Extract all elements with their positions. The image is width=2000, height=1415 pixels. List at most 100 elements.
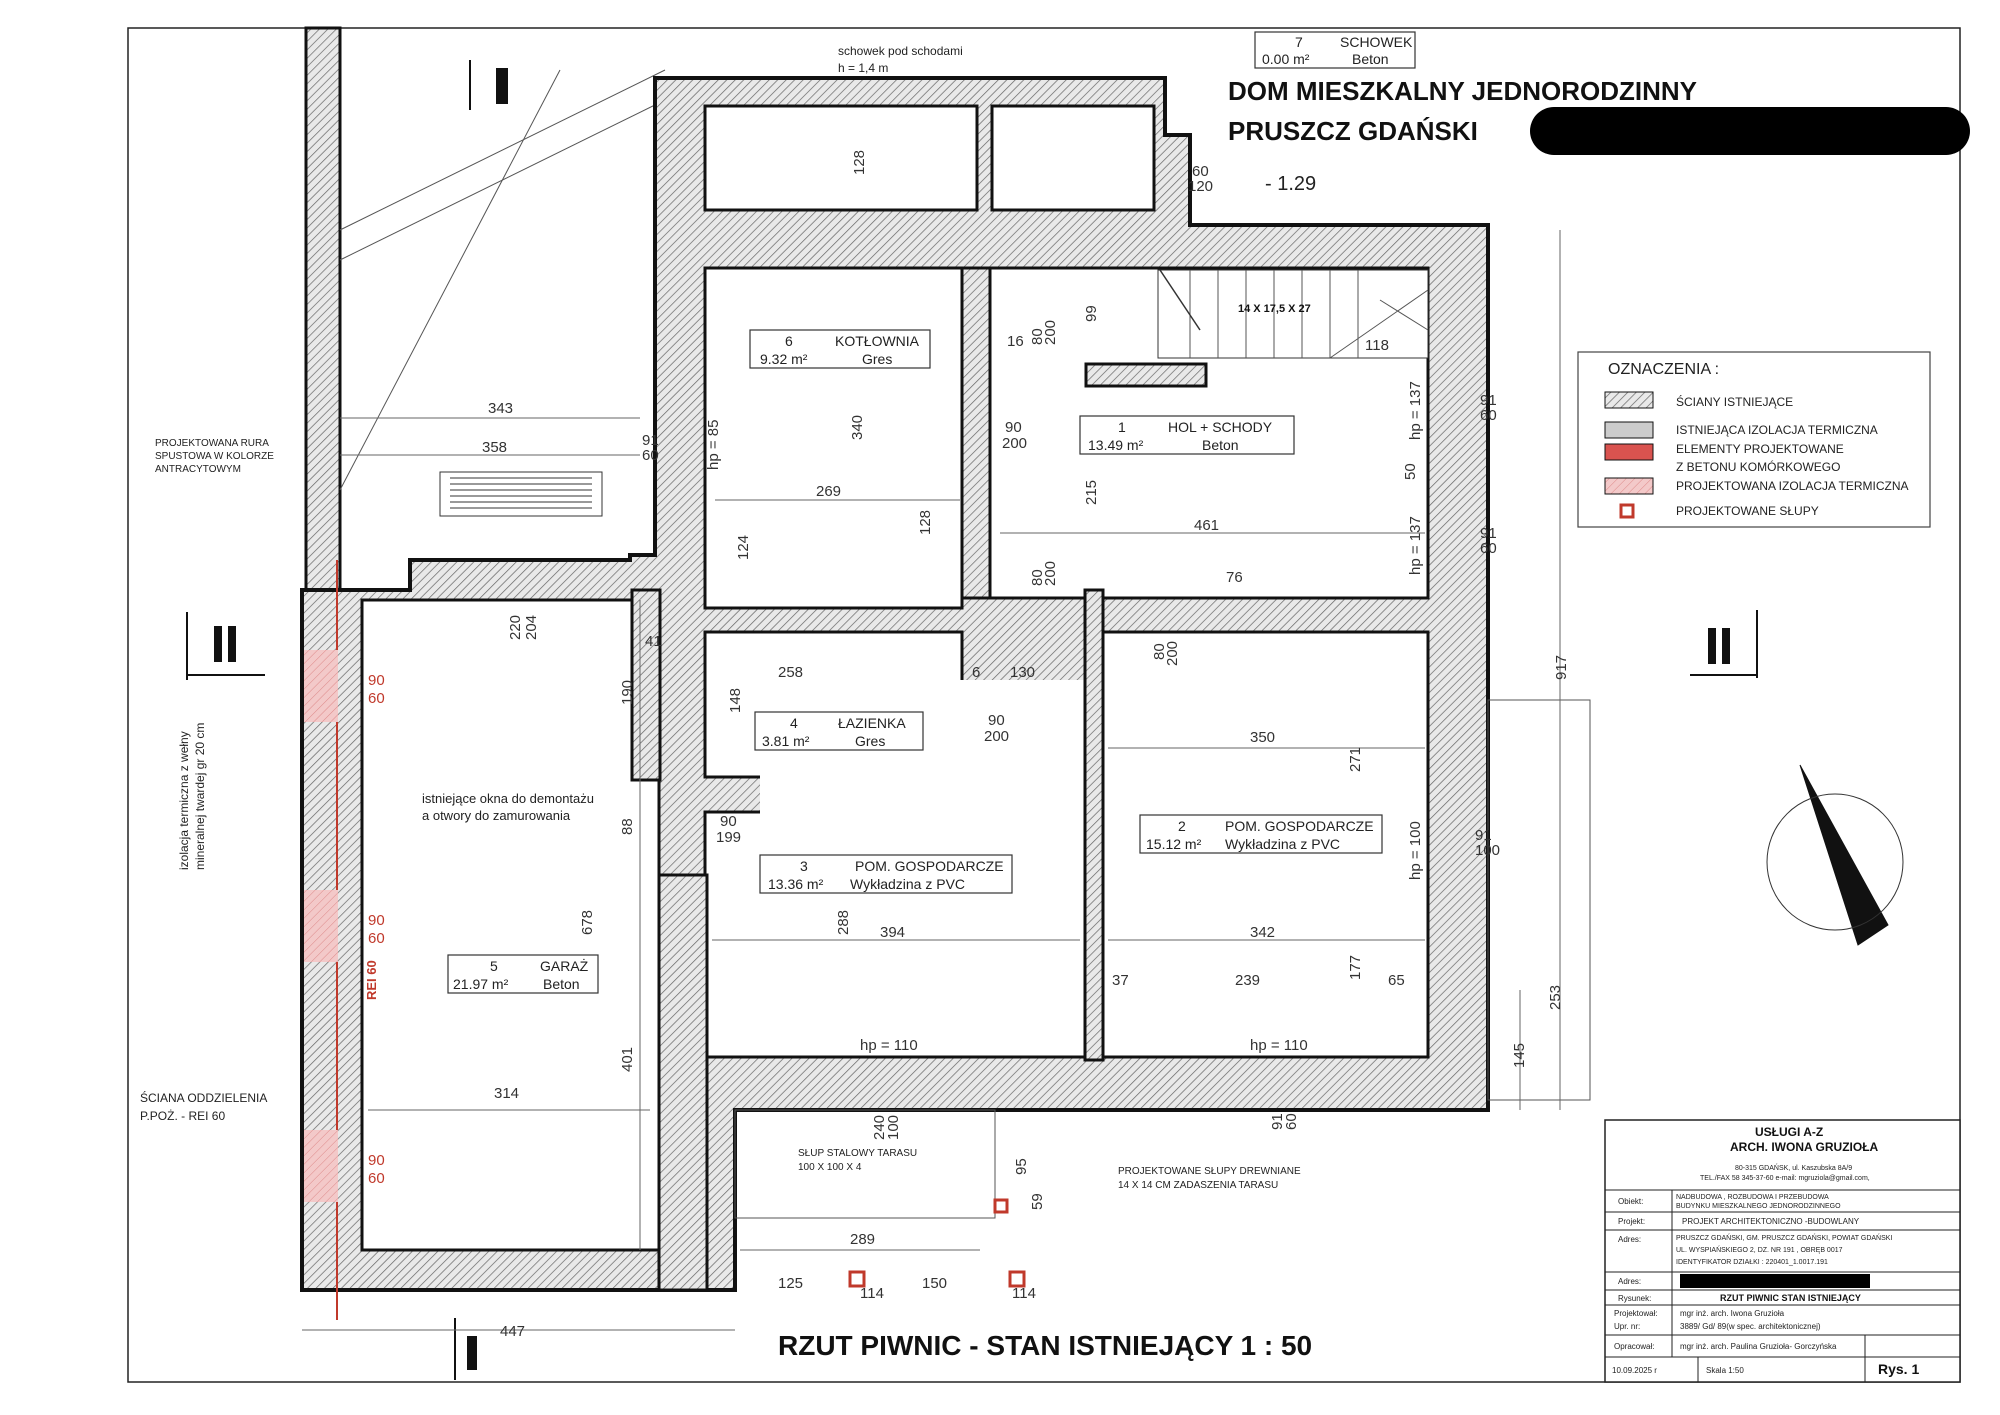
dim-hp100: hp = 100 [1407, 821, 1424, 880]
title-line1: DOM MIESZKALNY JEDNORODZINNY [1228, 76, 1697, 106]
note-schowek-h: h = 1,4 m [838, 61, 888, 75]
dim-340: 340 [849, 415, 866, 440]
legend-title: OZNACZENIA : [1608, 361, 1719, 378]
dim-678: 678 [579, 910, 596, 935]
room2-no: 2 [1178, 818, 1186, 834]
tb-opracowal: mgr inż. arch. Paulina Gruzioła- Gorczyń… [1680, 1342, 1837, 1351]
tb-adres2-l: Adres: [1618, 1277, 1641, 1286]
dim-door-200b: 200 [1042, 561, 1059, 586]
note-okna1: istniejące okna do demontażu [422, 791, 594, 806]
note-slup1: SŁUP STALOWY TARASU [798, 1148, 917, 1159]
wall-stub-2 [657, 873, 709, 1292]
dim-59: 59 [1029, 1193, 1046, 1210]
dim-204: 204 [523, 615, 540, 640]
dim-114a: 114 [860, 1285, 884, 1302]
room4-area: 3.81 m² [762, 733, 810, 749]
dim-128b: 128 [917, 510, 934, 535]
dim-65: 65 [1388, 972, 1405, 989]
room1-name: HOL + SCHODY [1168, 419, 1273, 435]
room5-floor: Beton [543, 976, 580, 992]
dim-win-91d: 91 [1475, 827, 1492, 844]
tb-adres-l: Adres: [1618, 1235, 1641, 1244]
dim-win-91a: 91 [642, 432, 659, 449]
room3-label-box [759, 854, 1013, 894]
room5-area: 21.97 m² [453, 976, 509, 992]
tb-rysunek-l: Rysunek: [1618, 1294, 1651, 1303]
post-wood-1 [848, 1270, 866, 1288]
dim-447: 447 [500, 1323, 525, 1340]
room3-name: POM. GOSPODARCZE [855, 858, 1004, 874]
tb-company1: USŁUGI A-Z [1755, 1125, 1823, 1139]
dim-401: 401 [619, 1047, 636, 1072]
legend-swatch-proj [1604, 443, 1654, 461]
note-rura1: PROJEKTOWANA RURA [155, 438, 269, 449]
room-garaz [360, 598, 661, 1252]
garage-vent [439, 471, 603, 517]
dim-394: 394 [880, 924, 905, 941]
room-kotlownia [703, 266, 964, 610]
room3-area: 13.36 m² [768, 876, 824, 892]
dim-314: 314 [494, 1085, 519, 1102]
note-rura3: ANTRACYTOWYM [155, 464, 241, 475]
room5-no: 5 [490, 958, 498, 974]
tb-date: 10.09.2025 r [1612, 1366, 1657, 1375]
wall-stub-4 [960, 266, 992, 600]
dim-114b: 114 [1012, 1285, 1036, 1302]
room4-label-box [754, 711, 924, 751]
room7-area: 0.00 m² [1262, 51, 1310, 67]
dim-118: 118 [1365, 337, 1389, 354]
note-sciana1: ŚCIANA ODDZIELENIA [140, 1090, 267, 1105]
dim-door-199: 199 [716, 829, 741, 846]
room1-label-box [1079, 415, 1295, 455]
dim-win-100b: 100 [885, 1115, 902, 1140]
room6-name: KOTŁOWNIA [835, 333, 920, 349]
room7-no: 7 [1295, 34, 1303, 50]
tb-obiekt2: BUDYNKU MIESZKALNEGO JEDNORODZINNEGO [1676, 1203, 1841, 1210]
dim-win-100: 100 [1475, 842, 1500, 859]
tb-adres1: PRUSZCZ GDAŃSKI, GM. PRUSZCZ GDAŃSKI, PO… [1676, 1233, 1892, 1242]
dim-win-60h: 60 [1283, 1113, 1300, 1130]
legend-item-0: ŚCIANY ISTNIEJĄCE [1676, 394, 1793, 409]
room4-name: ŁAZIENKA [838, 715, 906, 731]
dim-95: 95 [1013, 1158, 1030, 1175]
note-rura2: SPUSTOWA W KOLORZE [155, 451, 274, 462]
tb-address2: TEL./FAX 58 345-37-60 e-mail: mgruziola@… [1700, 1175, 1870, 1182]
room7-label-box [1254, 31, 1416, 69]
dim-130: 130 [1010, 664, 1035, 681]
pink-insul-3 [304, 1130, 338, 1202]
dim-door-200c: 200 [1164, 641, 1181, 666]
room3-no: 3 [800, 858, 808, 874]
legend-item-3: Z BETONU KOMÓRKOWEGO [1676, 459, 1840, 474]
note-sciana2: P.POŻ. - REI 60 [140, 1109, 225, 1123]
dim-win-90a: 90 [368, 672, 385, 689]
dim-door-90c: 90 [720, 813, 737, 830]
redaction-bar [1530, 107, 1970, 155]
dim-358: 358 [482, 439, 507, 456]
dim-128: 128 [851, 150, 868, 175]
dim-door-90b: 90 [988, 712, 1005, 729]
legend-item-1: ISTNIEJĄCA IZOLACJA TERMICZNA [1676, 423, 1878, 437]
tb-skala: Skala 1:50 [1706, 1366, 1744, 1375]
tb-opracowal-l: Opracował: [1614, 1342, 1654, 1351]
dim-177: 177 [1347, 955, 1364, 980]
room2-name: POM. GOSPODARCZE [1225, 818, 1374, 834]
room6-floor: Gres [862, 351, 892, 367]
dim-50: 50 [1402, 463, 1419, 480]
wall-stub-1 [630, 588, 662, 782]
dim-win-240: 240 [871, 1115, 888, 1140]
wall-stub-3 [1083, 588, 1105, 1062]
dim-148: 148 [727, 688, 744, 713]
tb-company2: ARCH. IWONA GRUZIOŁA [1730, 1140, 1879, 1154]
dim-win-91b: 91 [1480, 392, 1497, 409]
post-steel [993, 1198, 1009, 1214]
dim-door-200b2: 200 [984, 728, 1009, 745]
tb-projektowal: mgr inż. arch. Iwona Gruzioła [1680, 1309, 1785, 1318]
north-arrow [1799, 764, 1889, 946]
tb-adres3: IDENTYFIKATOR DZIAŁKI : 220401_1.0017.19… [1676, 1259, 1828, 1266]
tb-rysunek: RZUT PIWNIC STAN ISTNIEJĄCY [1720, 1293, 1861, 1303]
dim-150: 150 [922, 1275, 947, 1292]
pink-insul-2 [304, 890, 338, 962]
tb-upr: 3889/ Gd/ 89(w spec. architektonicznej) [1680, 1322, 1821, 1331]
